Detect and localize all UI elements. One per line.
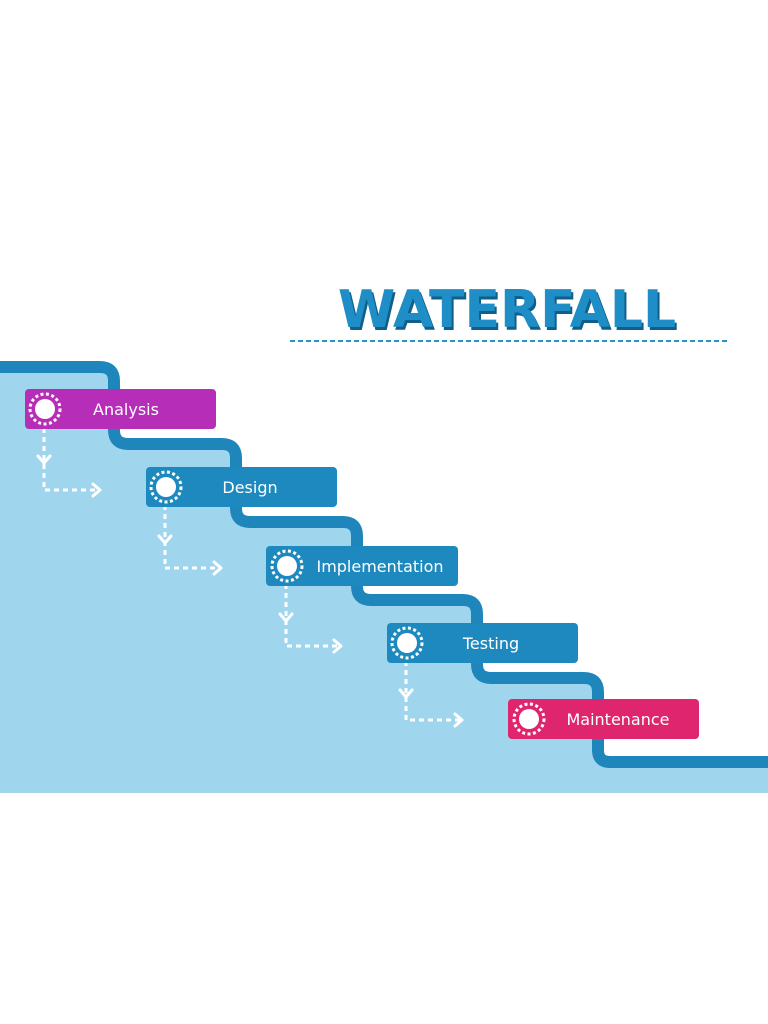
stage-marker-dot — [156, 477, 176, 497]
connector-implementation-to-testing — [284, 584, 340, 648]
title-shadow: WATERFALL — [340, 283, 678, 343]
dotted-circle-icon — [512, 702, 546, 736]
stage-marker-dot — [35, 399, 55, 419]
stage-label: Maintenance — [566, 710, 669, 729]
connector-design-to-implementation — [163, 505, 220, 570]
dotted-circle-icon — [149, 470, 183, 504]
arrow-heads — [36, 454, 464, 728]
dotted-circle-icon — [390, 626, 424, 660]
stage-box — [508, 699, 699, 739]
stage-box — [387, 623, 578, 663]
dashed-arrow-icon — [332, 638, 343, 654]
dotted-circle-icon — [270, 549, 304, 583]
stage-marker-dot — [519, 709, 539, 729]
title-group: WATERFALL WATERFALL — [290, 280, 727, 343]
stage-marker-dot — [277, 556, 297, 576]
stage-label: Analysis — [93, 400, 159, 419]
stage-analysis: Analysis — [25, 389, 216, 429]
stage-box — [146, 467, 337, 507]
stage-testing: Testing — [387, 623, 578, 663]
dashed-arrow-icon — [157, 534, 173, 545]
flow-arrows — [42, 428, 461, 722]
stage-marker-dot — [397, 633, 417, 653]
stage-design: Design — [146, 467, 337, 507]
dashed-arrow-icon — [36, 454, 52, 465]
dotted-circle-icon — [28, 392, 62, 426]
stage-label: Testing — [462, 634, 519, 653]
dashed-arrow-icon — [212, 560, 223, 576]
dashed-arrow-icon — [398, 688, 414, 699]
stage-label: Implementation — [316, 557, 443, 576]
stage-box — [266, 546, 458, 586]
stage-box — [25, 389, 216, 429]
stage-maintenance: Maintenance — [508, 699, 699, 739]
stage-label: Design — [222, 478, 277, 497]
dashed-arrow-icon — [91, 482, 102, 498]
dashed-arrow-icon — [278, 612, 294, 623]
page-title: WATERFALL — [338, 280, 676, 340]
connector-analysis-to-design — [42, 428, 98, 492]
connector-testing-to-maintenance — [404, 661, 461, 722]
dashed-arrow-icon — [453, 712, 464, 728]
stage-implementation: Implementation — [266, 546, 458, 586]
